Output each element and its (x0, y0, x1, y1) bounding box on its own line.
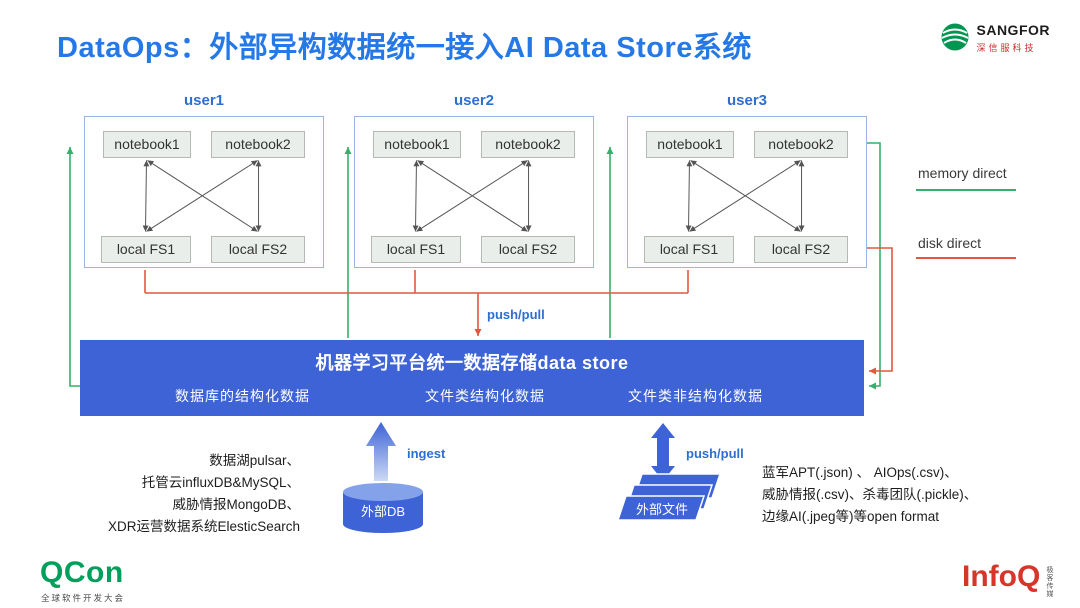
data-store-banner: 机器学习平台统一数据存储data store 数据库的结构化数据 文件类结构化数… (80, 340, 864, 416)
brand-subtitle: 深信服科技 (976, 43, 1037, 53)
node-notebook1: notebook1 (373, 131, 461, 158)
brand-logo: SANGFOR 深信服科技 (940, 22, 1051, 54)
legend-disk-direct: disk direct (918, 235, 982, 251)
page-title: DataOps：外部异构数据统一接入AI Data Store系统 (57, 32, 752, 64)
ingest-label: ingest (407, 446, 446, 461)
node-notebook2: notebook2 (211, 131, 305, 158)
external-files-description: 蓝军APT(.json) 、 AIOps(.csv)、 威胁情报(.csv)、杀… (762, 462, 982, 528)
external-db-description: 数据湖pulsar、 托管云influxDB&MySQL、 威胁情报MongoD… (60, 450, 300, 538)
node-notebook2: notebook2 (481, 131, 575, 158)
desc-line: 边缘AI(.jpeg等)等open format (762, 509, 940, 524)
desc-line: 威胁情报(.csv)、杀毒团队(.pickle)、 (762, 487, 978, 502)
node-local-fs2: local FS2 (211, 236, 305, 263)
infoq-logo: InfoQ (962, 560, 1041, 593)
notebook-fs-arrows (142, 160, 262, 232)
user-label: user2 (453, 92, 495, 109)
push-pull-top-label: push/pull (487, 307, 545, 322)
sangfor-globe-icon (941, 23, 968, 51)
qcon-subtitle: 全球软件开发大会 (41, 593, 126, 603)
user-box: notebook1 notebook2 local FS1 local FS2 (627, 116, 867, 268)
node-local-fs1: local FS1 (644, 236, 734, 263)
node-local-fs2: local FS2 (481, 236, 575, 263)
external-files-label: 外部文件 (636, 502, 688, 517)
node-local-fs1: local FS1 (371, 236, 461, 263)
node-local-fs2: local FS2 (754, 236, 848, 263)
qcon-logo: QCon (40, 556, 124, 589)
user-group-2: user2 notebook1 notebook2 local FS1 loca… (354, 92, 594, 268)
infoq-subtitle: 极客传媒 (1046, 566, 1053, 598)
ingest-arrow-icon (366, 422, 396, 481)
user-group-3: user3 notebook1 notebook2 local FS1 loca… (627, 92, 867, 268)
user-box: notebook1 notebook2 local FS1 local FS2 (84, 116, 324, 268)
document-stack-icon: 外部文件 (616, 473, 722, 521)
user-group-1: user1 notebook1 notebook2 local FS1 loca… (84, 92, 324, 268)
user-box: notebook1 notebook2 local FS1 local FS2 (354, 116, 594, 268)
node-notebook1: notebook1 (646, 131, 734, 158)
push-pull-bottom-label: push/pull (686, 446, 744, 461)
desc-line: 数据湖pulsar、 (209, 453, 300, 468)
desc-line: 托管云influxDB&MySQL、 (141, 475, 300, 490)
notebook-fs-arrows (685, 160, 805, 232)
desc-line: 威胁情报MongoDB、 (172, 497, 300, 512)
data-store-title: 机器学习平台统一数据存储data store (315, 353, 629, 373)
node-notebook2: notebook2 (754, 131, 848, 158)
user-label: user1 (183, 92, 225, 109)
database-cylinder-icon: 外部DB (343, 483, 423, 533)
legend-memory-direct: memory direct (918, 165, 1007, 181)
legend-memory-line (916, 189, 1016, 191)
user-label: user3 (726, 92, 768, 109)
store-column-structured-db: 数据库的结构化数据 (175, 388, 310, 404)
external-db-label: 外部DB (361, 504, 405, 519)
desc-line: 蓝军APT(.json) 、 AIOps(.csv)、 (762, 465, 958, 480)
legend-disk-line (916, 257, 1016, 259)
notebook-fs-arrows (412, 160, 532, 232)
store-column-unstructured-files: 文件类非结构化数据 (628, 388, 763, 404)
desc-line: XDR运营数据系统ElesticSearch (107, 519, 300, 534)
brand-name: SANGFOR (976, 22, 1050, 38)
store-column-structured-files: 文件类结构化数据 (425, 388, 545, 404)
node-local-fs1: local FS1 (101, 236, 191, 263)
node-notebook1: notebook1 (103, 131, 191, 158)
